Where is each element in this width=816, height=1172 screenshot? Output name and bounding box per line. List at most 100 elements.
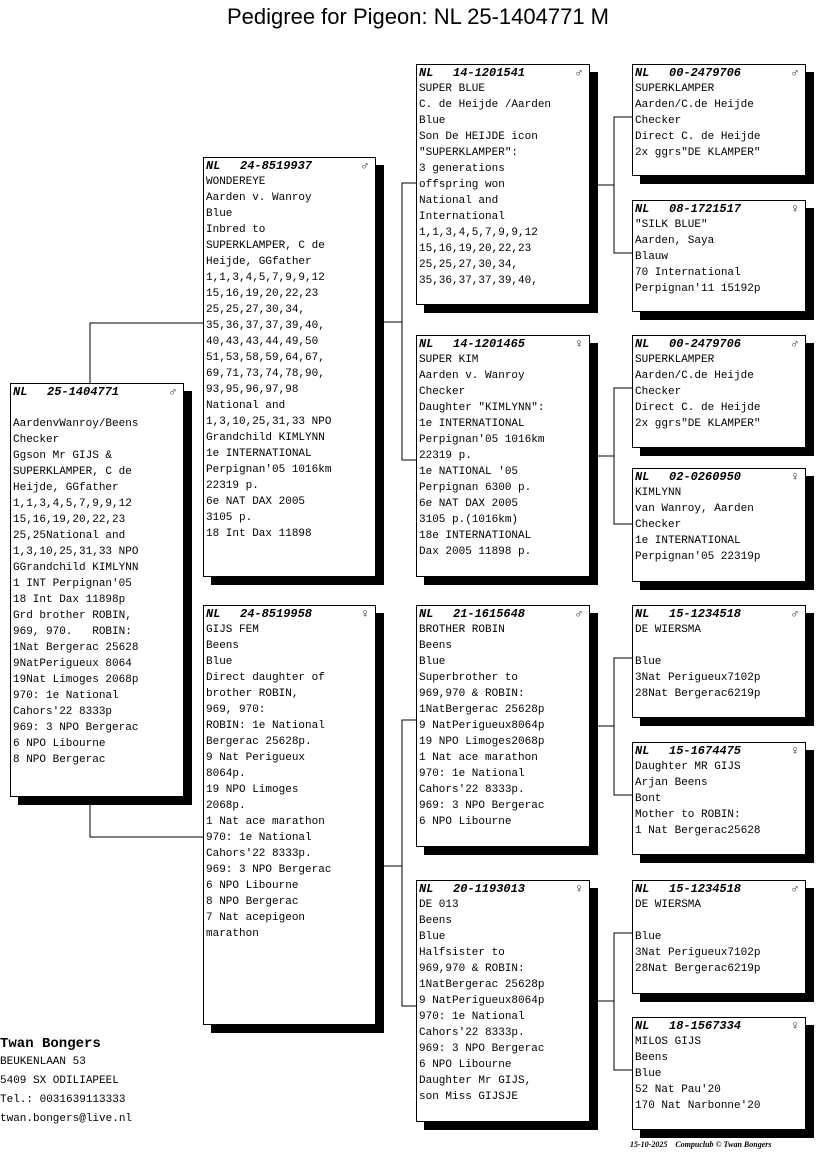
country-code: NL [635,882,650,896]
card-line [635,638,803,654]
breeder-email: twan.bongers@live.nl [0,1113,133,1125]
card-line: brother ROBIN, [206,688,299,700]
card-line: Direct C. de Heijde [635,131,761,143]
card-line: 6 NPO Libourne [13,738,106,750]
card-line: WONDEREYE [206,176,266,188]
card-line: Blue [635,656,662,668]
card-line: Perpignan'05 1016km [419,434,545,446]
card-line: 1e INTERNATIONAL [206,448,312,460]
card-line: van Wanroy, Aarden [635,503,754,515]
female-icon: ♀ [791,202,799,216]
card-line: 1NatBergerac 25628p [419,704,545,716]
country-code: NL [635,607,650,621]
card-line: Checker [635,386,682,398]
card-line: Perpignan 6300 p. [419,482,532,494]
country-code: NL [206,159,221,173]
card-line: 19 NPO Limoges2068p [419,736,545,748]
card-line: SUPERKLAMPER, C de [13,466,132,478]
card-line: Daughter Mr GIJS, [419,1075,532,1087]
ring-number: 25-1404771 [47,385,120,399]
card-line: 970: 1e National [206,832,312,844]
card-line: Arjan Beens [635,777,708,789]
ring-number: 20-1193013 [453,882,526,896]
card-line: 3 generations [419,163,505,175]
card-line: 18e INTERNATIONAL [419,530,532,542]
card-line: Aarden/C.de Heijde [635,99,754,111]
breeder-info: Twan Bongers BEUKENLAAN 53 5409 SX ODILI… [0,1035,132,1129]
card-line: 8064p. [206,768,246,780]
card-line: 7 Nat acepigeon [206,912,306,924]
country-code: NL [206,607,221,621]
male-icon: ♂ [791,607,799,621]
card-line: 970: 1e National [419,768,525,780]
card-line: 15,16,19,20,22,23 [13,514,126,526]
ring-number: 14-1201465 [453,337,526,351]
card-line: 969,970 & ROBIN: [419,688,525,700]
page-title: Pedigree for Pigeon: NL 25-1404771 M [227,4,609,29]
ring-number: 02-0260950 [669,470,742,484]
card-line: 1,1,3,4,5,7,9,9,12 [206,272,325,284]
country-code: NL [419,66,434,80]
card-line: Superbrother to [419,672,519,684]
card-line: 28Nat Bergerac6219p [635,688,761,700]
country-code: NL [419,882,434,896]
card-line: 969, 970. ROBIN: [13,626,132,638]
card-line: 22319 p. [419,450,472,462]
card-line: Bergerac 25628p. [206,736,312,748]
card-line: "SUPERKLAMPER": [419,147,519,159]
country-code: NL [419,607,434,621]
card-line: Inbred to [206,224,266,236]
card-line [13,400,181,416]
female-icon: ♀ [575,882,583,896]
card-line: 18 Int Dax 11898p [13,594,126,606]
female-icon: ♀ [791,470,799,484]
card-line: 19Nat Limoges 2068p [13,674,139,686]
ring-number: 24-8519958 [240,607,313,621]
card-line: marathon [206,928,259,940]
card-line: offspring won [419,179,505,191]
card-line: Son De HEIJDE icon [419,131,538,143]
card-line: Blue [419,931,446,943]
country-code: NL [635,1019,650,1033]
ring-number: 21-1615648 [453,607,526,621]
card-line: Daughter "KIMLYNN": [419,402,545,414]
card-line: 969: 3 NPO Bergerac [419,1043,545,1055]
male-icon: ♂ [791,66,799,80]
card-line: Aarden, Saya [635,235,715,247]
print-date: 15-10-2025 [630,1140,668,1149]
card-line: 3105 p. [206,512,253,524]
country-code: NL [635,202,650,216]
card-line: Blue [635,1068,662,1080]
card-line: 19 NPO Limoges [206,784,299,796]
card-line: SUPERKLAMPER [635,83,715,95]
card-line: 1 Nat ace marathon [206,816,325,828]
breeder-phone: Tel.: 0031639113333 [0,1094,126,1106]
card-line: 969: 3 NPO Bergerac [13,722,139,734]
card-line: Aarden v. Wanroy [419,370,525,382]
country-code: NL [635,337,650,351]
card-line: Checker [419,386,466,398]
male-icon: ♂ [791,337,799,351]
card-line: 35,36,37,37,39,40, [419,275,538,287]
card-line: SUPER KIM [419,354,479,366]
